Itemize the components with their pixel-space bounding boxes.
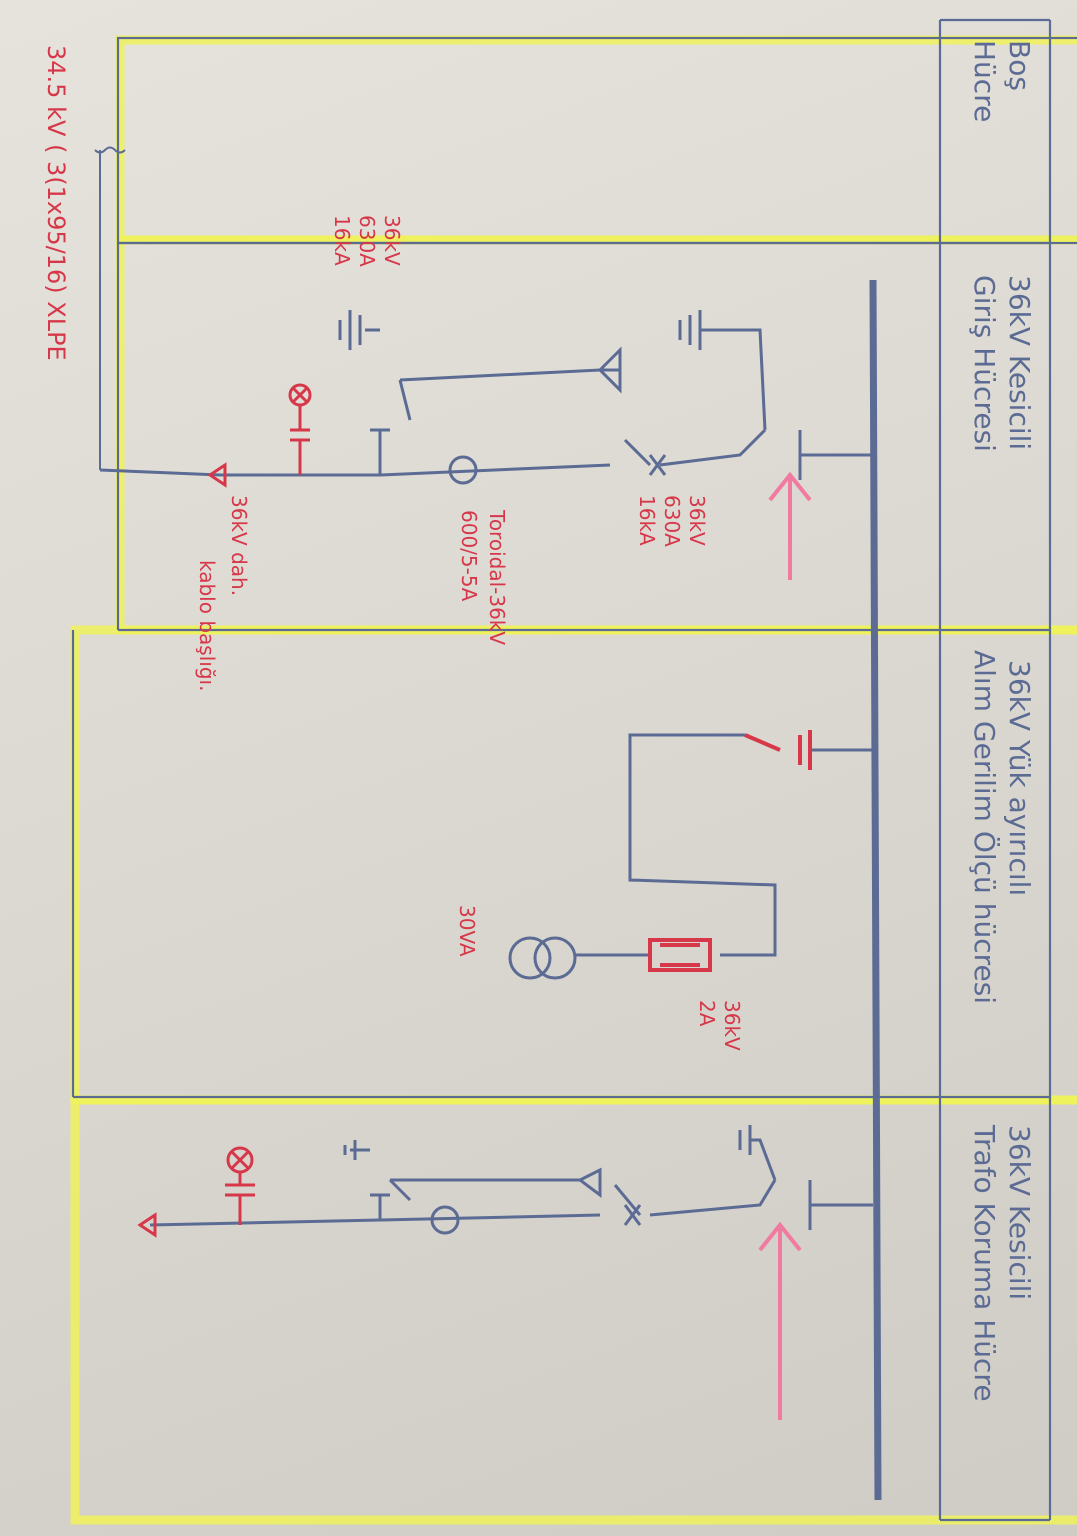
fuse-line-2: 2A xyxy=(695,1000,719,1027)
giris-circuit xyxy=(99,310,873,485)
olcu-switch xyxy=(648,730,812,972)
cable-head-line-1: 36kV dah. xyxy=(227,495,251,596)
frame-giris xyxy=(115,235,1077,635)
title-giris-2: Giriş Hücresi xyxy=(968,275,1001,452)
fuse-line-1: 36kV xyxy=(720,1000,744,1051)
breaker-x-a xyxy=(648,454,667,476)
annotations: 36kV 630A 16kA 36kV 630A 16kA Toroidal-3… xyxy=(42,45,744,1051)
signal-lamp-a xyxy=(288,383,312,475)
breaker-b-line-1: 36kV xyxy=(685,495,709,546)
olcu-circuit xyxy=(508,733,873,980)
toroidal-line-1: Toroidal-36kV xyxy=(485,509,509,645)
title-olcu-1: 36kV Yük ayırıcılı xyxy=(1003,660,1036,896)
title-olcu-2: Alım Gerilim Ölçü hücresi xyxy=(968,650,1002,1004)
title-bos-1: Boş xyxy=(1003,40,1036,91)
title-trafo-1: 36kV Kesicili xyxy=(1003,1125,1036,1300)
breaker-x-b xyxy=(623,1204,642,1226)
cable-coil-a xyxy=(94,146,126,470)
breaker-b-line-3: 16kA xyxy=(635,495,659,546)
ct-cable-head-a xyxy=(207,462,227,488)
frame-bos xyxy=(115,35,1077,245)
cable-spec: 34.5 kV ( 3(1x95/16) XLPE xyxy=(42,45,70,361)
cell-titles: Boş Hücre 36kV Kesicili Giriş Hücresi 36… xyxy=(968,40,1036,1402)
pencil-frames xyxy=(71,18,1077,1522)
feed-arrow-a xyxy=(768,471,812,580)
breaker-a-line-3: 16kA xyxy=(330,215,354,266)
ct-cable-head-b xyxy=(137,1212,157,1238)
busbar xyxy=(869,279,882,1501)
breaker-a-line-2: 630A xyxy=(355,215,379,267)
frame-olcu xyxy=(70,625,1077,1105)
vt-label: 30VA xyxy=(455,905,479,957)
frame-trafo xyxy=(70,1095,1077,1525)
title-bos-2: Hücre xyxy=(968,40,1001,122)
signal-lamp-b xyxy=(225,1146,255,1225)
cable-head-line-2: kablo başlığı. xyxy=(195,560,219,691)
title-giris-1: 36kV Kesicili xyxy=(1003,275,1036,450)
toroidal-line-2: 600/5-5A xyxy=(457,510,481,602)
breaker-b-line-2: 630A xyxy=(660,495,684,547)
title-trafo-2: Trafo Koruma Hücre xyxy=(968,1124,1001,1402)
panel-frames xyxy=(70,35,1077,1525)
trafo-circuit xyxy=(149,1125,873,1235)
feed-arrow-b xyxy=(758,1221,802,1420)
breaker-a-line-1: 36kV xyxy=(380,215,404,266)
